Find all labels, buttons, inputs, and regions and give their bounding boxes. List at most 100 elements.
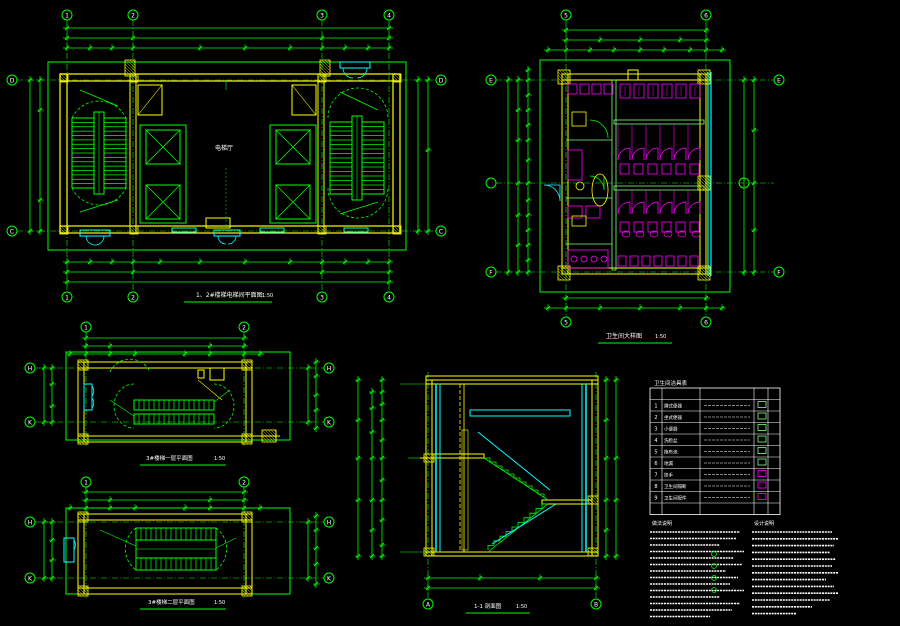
fixture-row-name: 小便器 — [664, 426, 678, 433]
section-scale: 1:50 — [516, 604, 527, 610]
plan-main-grid-side: D C D C — [6, 74, 447, 237]
fixture-row-no: 8 — [654, 484, 657, 490]
svg-text:4: 4 — [387, 295, 391, 302]
grid-bubble-6-bottom: 6 — [700, 316, 712, 328]
plan-main-scale: 1:50 — [262, 293, 273, 299]
svg-text:D: D — [10, 78, 15, 85]
grid-bubble-1-bottom: 1 — [61, 291, 73, 303]
svg-text:2: 2 — [131, 295, 135, 302]
svg-text:K: K — [327, 576, 332, 583]
plan-main-grid-top: 1 2 3 4 — [61, 9, 395, 21]
grid-bubble-F-right: F — [773, 266, 785, 278]
svg-text:1: 1 — [65, 13, 69, 20]
plan-toilet-frame — [539, 59, 731, 293]
fixture-row-name: 蹲式便器 — [664, 403, 682, 410]
plan-main[interactable]: 电梯厅 1、2#楼梯电梯间平面图 1:50 1 2 3 4 1 2 3 4 D … — [6, 9, 447, 303]
grid-bubble-3-bottom: 3 — [316, 291, 328, 303]
fixture-row-no: 6 — [654, 461, 657, 467]
plan-main-walls — [59, 59, 402, 235]
grid-bubble-mid-right — [738, 177, 750, 189]
svg-text:1: 1 — [84, 480, 88, 487]
svg-text:H: H — [28, 520, 33, 527]
plan-toilet-interior — [543, 69, 712, 281]
fixture-row-no: 7 — [654, 473, 657, 479]
grid-bubble-E-left: E — [485, 74, 497, 86]
stair-plan-2-title-text: 3#楼梯二层平面图 — [148, 598, 195, 606]
grid-bubble-4-bottom: 4 — [383, 291, 395, 303]
section-interior — [400, 375, 599, 557]
grid-bubble-3: 3 — [316, 9, 328, 21]
section-title-text: 1-1 剖面图 — [474, 602, 502, 610]
section-view[interactable]: 1-1 剖面图 1:50 A B — [355, 372, 620, 614]
fixture-row-no: 1 — [654, 404, 657, 410]
svg-text:F: F — [777, 270, 781, 277]
svg-text:2: 2 — [131, 13, 135, 20]
section-dimension-lines — [355, 372, 620, 599]
plan-toilet[interactable]: 卫生间大样图 1:50 5 6 5 6 E F E F — [485, 9, 785, 344]
section-title: 1-1 剖面图 1:50 — [466, 602, 530, 614]
fixture-row-name: 卫生间配件 — [664, 495, 687, 502]
svg-text:H: H — [28, 366, 33, 373]
fixture-row-name: 洗脸盆 — [664, 437, 678, 444]
fixture-row-name: 扶手 — [664, 472, 673, 479]
plan-toilet-grid-top: 5 6 5 6 — [560, 9, 712, 328]
notes-right-title: 设计说明 — [754, 520, 774, 527]
plan-main-grid-bottom: 1 2 3 4 — [61, 291, 395, 303]
svg-text:C: C — [10, 229, 14, 236]
grid-bubble-1: 1 — [61, 9, 73, 21]
grid-bubble-C-left: C — [6, 225, 18, 237]
grid-bubble-E-right: E — [773, 74, 785, 86]
stair-plan-2-title: 3#楼梯二层平面图 1:50 — [140, 598, 226, 610]
grid-bubble-mid-left — [485, 177, 497, 189]
plan-main-frame — [47, 61, 407, 251]
fixture-table-title: 卫生间洁具表 — [654, 379, 688, 387]
svg-text:1: 1 — [84, 325, 88, 332]
svg-text:2: 2 — [242, 480, 246, 487]
svg-text:K: K — [28, 576, 33, 583]
fixture-row-no: 9 — [654, 496, 657, 502]
fixture-row-no: 5 — [654, 450, 657, 456]
svg-text:3: 3 — [320, 295, 324, 302]
svg-text:K: K — [327, 420, 332, 427]
svg-text:K: K — [28, 420, 33, 427]
svg-text:B: B — [594, 602, 598, 609]
svg-text:6: 6 — [704, 320, 708, 327]
plan-main-room-label: 电梯厅 — [215, 144, 233, 152]
grid-bubble-D-right: D — [435, 74, 447, 86]
fixture-row-name: 地漏 — [664, 460, 673, 467]
svg-text:6: 6 — [704, 13, 708, 20]
stair-plan-1-grid: 1 2 H K H K — [24, 321, 335, 428]
fixture-row-name: 拖布池 — [664, 449, 678, 456]
svg-text:5: 5 — [564, 13, 568, 20]
svg-text:4: 4 — [387, 13, 391, 20]
notes-text-lines — [650, 531, 838, 618]
grid-bubble-2: 2 — [127, 9, 139, 21]
stair-plan-2[interactable]: 3#楼梯二层平面图 1:50 1 2 H K H K — [24, 476, 335, 610]
grid-bubble-5: 5 — [560, 9, 572, 21]
svg-text:A: A — [426, 602, 431, 609]
stair-plan-2-grid: 1 2 H K H K — [24, 476, 335, 584]
fixture-row-no: 3 — [654, 427, 657, 433]
svg-text:5: 5 — [564, 320, 568, 327]
grid-bubble-2-bottom: 2 — [127, 291, 139, 303]
plan-main-interior — [71, 61, 389, 246]
plan-main-dimension-lines — [17, 20, 436, 292]
stair-plan-2-scale: 1:50 — [214, 600, 225, 606]
grid-bubble-4: 4 — [383, 9, 395, 21]
fixture-row-no: 4 — [654, 438, 657, 444]
svg-text:E: E — [777, 78, 781, 85]
stair-plan-1[interactable]: 3#楼梯一层平面图 1:50 1 2 H K H K — [24, 321, 335, 466]
section-grid: A B — [422, 598, 602, 610]
grid-bubble-F-left: F — [485, 266, 497, 278]
stair-plan-1-scale: 1:50 — [214, 456, 225, 462]
stair-plan-1-title: 3#楼梯一层平面图 1:50 — [140, 454, 226, 466]
plan-main-title-text: 1、2#楼梯电梯间平面图 — [196, 291, 263, 299]
svg-text:H: H — [327, 366, 332, 373]
svg-text:F: F — [489, 270, 493, 277]
stair-plan-1-title-text: 3#楼梯一层平面图 — [146, 454, 193, 462]
grid-bubble-5-bottom: 5 — [560, 316, 572, 328]
